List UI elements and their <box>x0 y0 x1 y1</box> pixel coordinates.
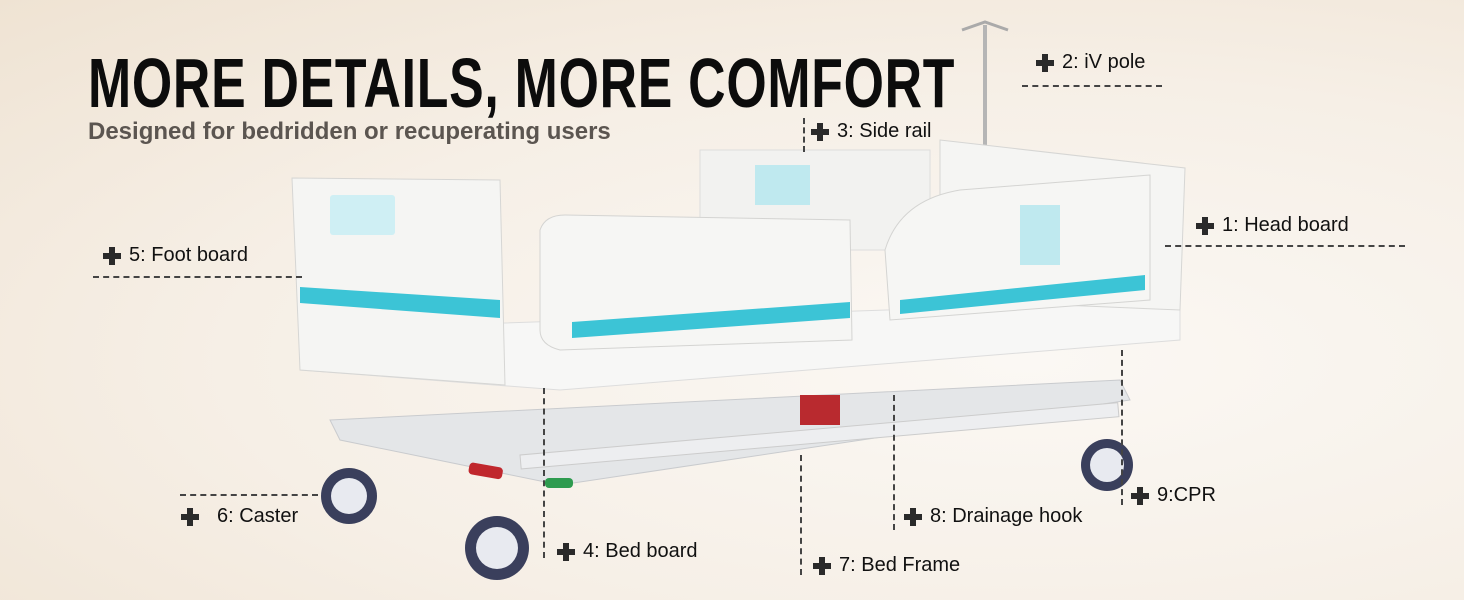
leader-line-head-board <box>1165 245 1405 247</box>
plus-icon <box>1196 216 1214 235</box>
leader-line-bed-board <box>543 388 545 558</box>
label-text: 8: Drainage hook <box>930 505 1083 527</box>
label-text: 2: iV pole <box>1062 51 1146 73</box>
label-text: 9:CPR <box>1157 484 1216 506</box>
label-cpr: 9:CPR <box>1131 484 1216 507</box>
label-head-board: 1: Head board <box>1196 214 1349 237</box>
plus-icon <box>557 542 575 561</box>
plus-icon <box>103 246 121 265</box>
leader-line-caster <box>180 494 318 496</box>
label-caster: 6: Caster <box>181 505 298 528</box>
label-drainage-hook: 8: Drainage hook <box>904 505 1082 528</box>
label-text: 6: Caster <box>217 505 299 527</box>
label-foot-board: 5: Foot board <box>103 244 248 267</box>
label-iv-pole: 2: iV pole <box>1036 51 1145 74</box>
leader-line-cpr <box>1121 350 1123 505</box>
leader-line-side-rail <box>803 118 805 152</box>
label-bed-board: 4: Bed board <box>557 540 698 563</box>
label-text: 4: Bed board <box>583 540 698 562</box>
page-title: MORE DETAILS, MORE COMFORT <box>88 44 956 122</box>
label-text: 1: Head board <box>1222 214 1349 236</box>
plus-icon <box>904 507 922 526</box>
leader-line-foot-board <box>93 276 302 278</box>
label-text: 3: Side rail <box>837 120 932 142</box>
plus-icon <box>1131 486 1149 505</box>
plus-icon <box>181 507 199 526</box>
plus-icon <box>811 122 829 141</box>
label-text: 5: Foot board <box>129 244 248 266</box>
leader-line-iv-pole <box>1022 85 1162 87</box>
label-text: 7: Bed Frame <box>839 554 961 576</box>
label-side-rail: 3: Side rail <box>811 120 932 143</box>
page-subtitle: Designed for bedridden or recuperating u… <box>88 118 611 145</box>
plus-icon <box>1036 53 1054 72</box>
plus-icon <box>813 556 831 575</box>
leader-line-bed-frame <box>800 455 802 575</box>
leader-line-drainage-hook <box>893 395 895 530</box>
label-bed-frame: 7: Bed Frame <box>813 554 960 577</box>
